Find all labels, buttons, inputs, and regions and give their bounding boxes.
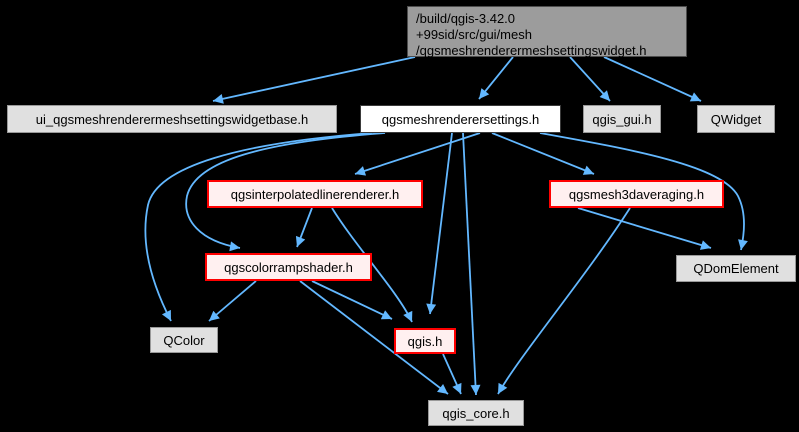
node-qgis-h[interactable]: qgis.h xyxy=(394,328,456,354)
node-qgsmesh3daveraging[interactable]: qgsmesh3daveraging.h xyxy=(549,180,724,208)
edge-mesh3d-to-qgis-core xyxy=(497,207,631,395)
node-qgscolorrampshader[interactable]: qgscolorrampshader.h xyxy=(205,253,372,281)
edge-settings-to-qcolor xyxy=(144,132,373,322)
node-qgsmeshrenderermeshsettingswidget: /build/qgis-3.42.0 +99sid/src/gui/mesh /… xyxy=(407,6,687,58)
node-qgis-gui: qgis_gui.h xyxy=(583,105,661,133)
node-ui-qgsmeshrenderermeshsettingswidgetbase: ui_qgsmeshrenderermeshsettingswidgetbase… xyxy=(7,105,337,133)
node-qwidget: QWidget xyxy=(697,105,775,133)
edge-colorramp-to-qgis-core xyxy=(299,280,449,395)
edge-colorramp-to-qcolor xyxy=(208,280,257,322)
node-qgsinterpolatedlinerenderer[interactable]: qgsinterpolatedlinerenderer.h xyxy=(207,180,423,208)
edge-interpolated-to-qgis-h xyxy=(331,207,413,323)
edge-colorramp-to-qgis-h xyxy=(311,280,393,320)
edge-settings-to-qdomelement xyxy=(539,132,748,251)
edge-mesh3d-to-qdomelement xyxy=(577,207,712,250)
edge-settings-to-qgis-h xyxy=(426,132,453,315)
edge-main-to-settings xyxy=(478,56,514,100)
edge-settings-to-qgis-core xyxy=(462,132,481,396)
edge-main-to-qgis-gui xyxy=(569,56,611,102)
edge-interpolated-to-colorramp xyxy=(295,207,313,248)
node-qcolor: QColor xyxy=(150,327,218,353)
edge-settings-to-interpolated xyxy=(354,132,481,176)
edge-main-to-qwidget xyxy=(603,56,702,102)
edge-settings-to-colorramp xyxy=(185,132,386,252)
edge-main-to-ui-base xyxy=(212,56,416,104)
edge-qgis-h-to-qgis-core xyxy=(442,353,462,395)
node-qgis-core: qgis_core.h xyxy=(428,400,524,426)
node-qdomelement: QDomElement xyxy=(676,255,796,282)
node-qgsmeshrenderersettings[interactable]: qgsmeshrenderersettings.h xyxy=(360,105,561,133)
edge-settings-to-mesh3d xyxy=(491,132,595,175)
